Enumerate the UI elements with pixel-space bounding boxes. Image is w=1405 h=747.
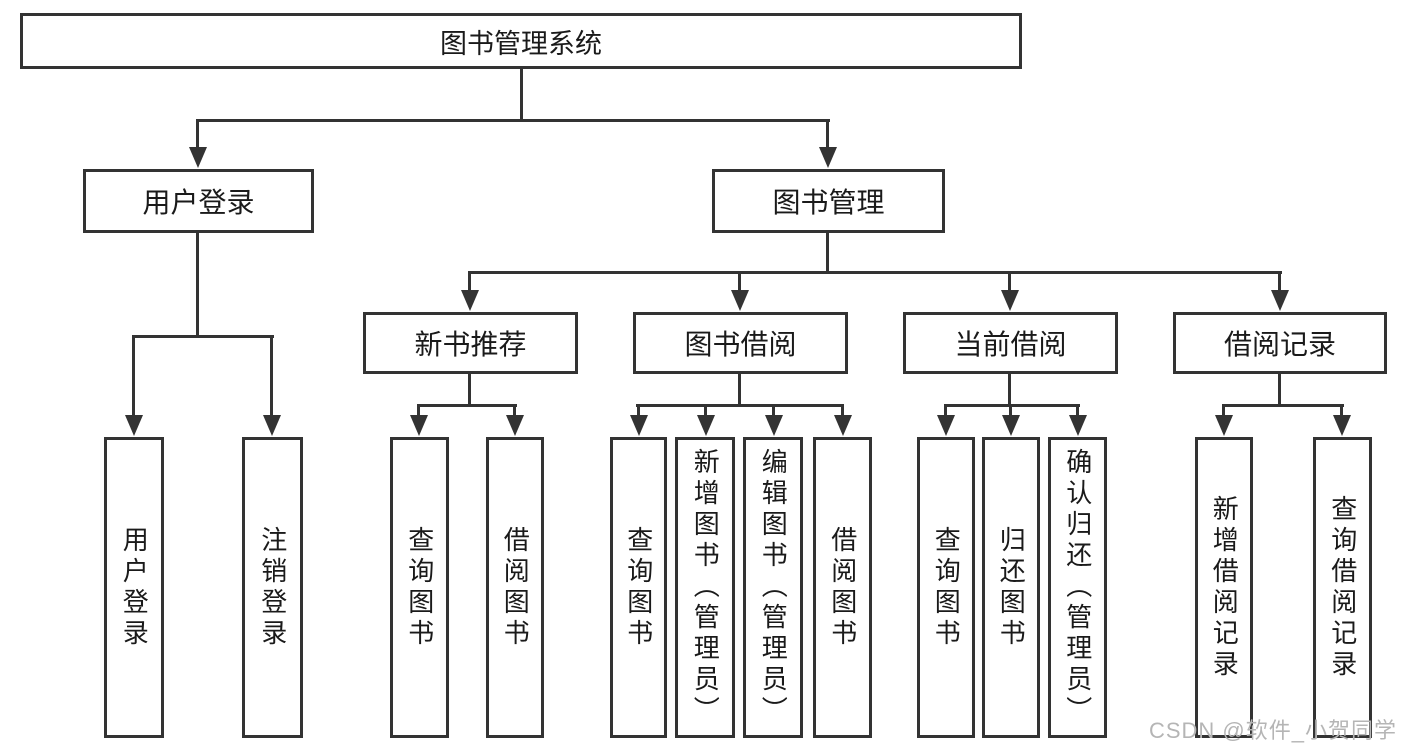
arrow-leaf xyxy=(1009,404,1012,415)
node-current-borrowing: 当前借阅 xyxy=(903,312,1118,374)
connector-book-borrowing-bus xyxy=(636,404,843,407)
arrow-to-user-login-leaf xyxy=(132,335,135,415)
leaf-query-books: 查询图书 xyxy=(610,437,667,738)
connector-level3-bus xyxy=(468,271,1282,274)
node-book-management: 图书管理 xyxy=(712,169,945,233)
node-borrowing-records: 借阅记录 xyxy=(1173,312,1387,374)
node-book-borrowing: 图书借阅 xyxy=(633,312,848,374)
leaf-logout: 注销登录 xyxy=(242,437,303,738)
arrow-leaf xyxy=(841,404,844,415)
connector-level2-bus xyxy=(197,119,830,122)
connector-current-borrowing-bus xyxy=(944,404,1080,407)
connector-user-login-bus xyxy=(133,335,274,338)
leaf-user-login: 用户登录 xyxy=(104,437,164,738)
arrow-to-user-login xyxy=(196,119,199,147)
node-library-management-system: 图书管理系统 xyxy=(20,13,1022,69)
arrow-leaf xyxy=(944,404,947,415)
connector-book-borrowing-trunk xyxy=(738,372,741,407)
arrow-leaf xyxy=(637,404,640,415)
arrow-to-logout-leaf xyxy=(270,335,273,415)
arrow-leaf xyxy=(1222,404,1225,415)
arrow-leaf xyxy=(704,404,707,415)
node-user-login: 用户登录 xyxy=(83,169,314,233)
connector-borrowing-records-trunk xyxy=(1278,372,1281,407)
arrow-to-book-borrowing xyxy=(738,271,741,290)
arrow-leaf xyxy=(772,404,775,415)
leaf-add-borrow-record: 新增借阅记录 xyxy=(1195,437,1253,738)
arrow-leaf xyxy=(1076,404,1079,415)
leaf-edit-book-admin: 编辑图书（管理员） xyxy=(743,437,803,738)
arrow-to-current-borrowing xyxy=(1008,271,1011,290)
node-new-book-recommend: 新书推荐 xyxy=(363,312,578,374)
arrow-leaf xyxy=(417,404,420,415)
arrow-leaf xyxy=(513,404,516,415)
leaf-query-books: 查询图书 xyxy=(390,437,449,738)
leaf-return-books: 归还图书 xyxy=(982,437,1040,738)
leaf-confirm-return-admin: 确认归还（管理员） xyxy=(1048,437,1107,738)
connector-book-management-trunk xyxy=(826,232,829,274)
leaf-borrow-books: 借阅图书 xyxy=(486,437,544,738)
leaf-add-book-admin: 新增图书（管理员） xyxy=(675,437,735,738)
connector-root-trunk xyxy=(520,68,523,122)
leaf-borrow-books: 借阅图书 xyxy=(813,437,872,738)
watermark: CSDN @软件_小贺同学 xyxy=(1148,718,1397,743)
arrow-to-book-management xyxy=(826,119,829,147)
arrow-to-new-book-recommend xyxy=(468,271,471,290)
arrow-leaf xyxy=(1340,404,1343,415)
leaf-query-books: 查询图书 xyxy=(917,437,975,738)
arrow-to-borrowing-records xyxy=(1278,271,1281,290)
connector-user-login-trunk xyxy=(196,232,199,338)
connector-current-borrowing-trunk xyxy=(1008,372,1011,407)
leaf-query-borrow-record: 查询借阅记录 xyxy=(1313,437,1372,738)
connector-borrowing-records-bus xyxy=(1222,404,1344,407)
connector-new-book-trunk xyxy=(468,372,471,407)
connector-new-book-bus xyxy=(418,404,517,407)
